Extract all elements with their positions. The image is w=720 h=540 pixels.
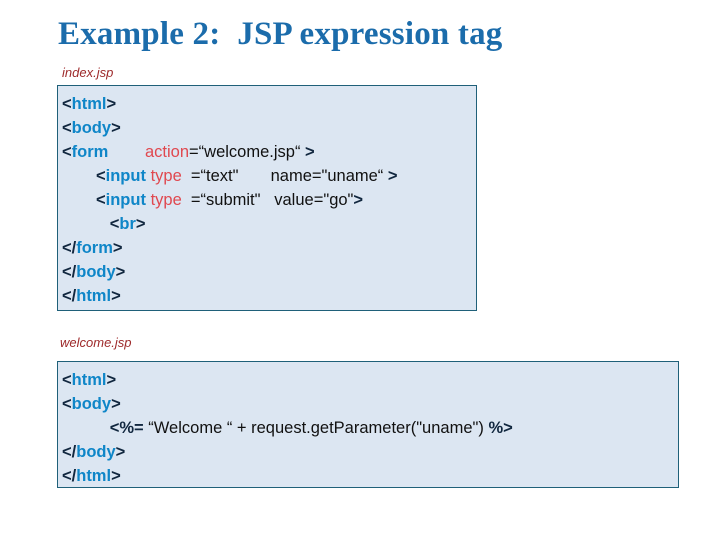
code-token-brk: < <box>62 143 72 161</box>
code-token-tag: html <box>76 287 112 305</box>
code-line: <br> <box>62 212 476 236</box>
code-token-brk: > <box>115 263 126 281</box>
code-token-brk: > <box>106 371 117 389</box>
code-line: </html> <box>62 464 678 487</box>
code-token-brk: > <box>353 191 364 209</box>
code-token-brk: > <box>111 395 121 413</box>
code-token-brk: </ <box>62 239 77 257</box>
code-line: </body> <box>62 260 476 284</box>
code-token-val: =“welcome.jsp“ <box>189 143 306 161</box>
code-token-tag: html <box>71 95 107 113</box>
code-token-brk: < <box>62 119 72 137</box>
code-token-brk: < <box>62 95 72 113</box>
code-line: </body> <box>62 440 678 464</box>
code-line: </html> <box>62 284 476 308</box>
code-token-tag: body <box>71 119 112 137</box>
code-line: <form action=“welcome.jsp“ > <box>62 140 476 164</box>
file-caption-welcome: welcome.jsp <box>60 335 132 350</box>
code-token-brk: > <box>135 215 146 233</box>
code-token-brk: < <box>96 215 120 233</box>
code-token-brk: < <box>96 167 106 185</box>
code-token-attr: type <box>150 191 182 209</box>
file-caption-index: index.jsp <box>62 65 114 80</box>
code-line: <%= “Welcome “ + request.getParameter("u… <box>62 416 678 440</box>
code-token-brk: </ <box>62 467 77 485</box>
code-token-brk: </ <box>62 287 77 305</box>
code-token-tag: input <box>105 191 146 209</box>
code-token-val <box>108 143 145 161</box>
code-token-tag: br <box>119 215 136 233</box>
code-token-brk: > <box>112 239 123 257</box>
code-token-brk: < <box>62 395 72 413</box>
code-line: <input type =“submit" value="go"> <box>62 188 476 212</box>
code-token-scriptlet: <%= <box>96 419 149 437</box>
code-token-brk: > <box>111 467 121 485</box>
code-token-tag: body <box>76 263 116 281</box>
code-token-tag: body <box>76 443 116 461</box>
code-block-welcome-jsp: <html><body> <%= “Welcome “ + request.ge… <box>57 361 679 488</box>
code-token-brk: </ <box>62 263 77 281</box>
code-token-tag: form <box>71 143 109 161</box>
page-title: Example 2: JSP expression tag <box>58 16 503 52</box>
code-line: <html> <box>62 92 476 116</box>
code-token-brk: > <box>111 287 121 305</box>
code-token-val: =“submit" value="go" <box>181 191 354 209</box>
code-line: <html> <box>62 368 678 392</box>
code-token-tag: html <box>71 371 107 389</box>
code-token-brk: > <box>305 143 315 161</box>
code-token-attr: action <box>145 143 190 161</box>
code-token-brk: < <box>62 371 72 389</box>
code-token-attr: type <box>150 167 182 185</box>
code-token-tag: input <box>105 167 146 185</box>
code-token-brk: > <box>106 95 117 113</box>
code-token-tag: body <box>71 395 112 413</box>
code-line: <input type =“text" name="uname“ > <box>62 164 476 188</box>
code-block-index-jsp: <html><body><form action=“welcome.jsp“ >… <box>57 85 477 311</box>
code-token-scriptlet: %> <box>488 419 513 437</box>
code-token-val: =“text" name="uname“ <box>181 167 388 185</box>
code-token-tag: html <box>76 467 112 485</box>
code-token-brk: > <box>115 443 126 461</box>
code-line: <body> <box>62 116 476 140</box>
code-token-tag: form <box>76 239 113 257</box>
code-line: </form> <box>62 236 476 260</box>
code-line: <body> <box>62 392 678 416</box>
code-token-expr: “Welcome “ + request.getParameter("uname… <box>148 419 489 437</box>
code-token-brk: > <box>111 119 121 137</box>
code-token-brk: < <box>96 191 106 209</box>
code-token-brk: </ <box>62 443 77 461</box>
code-token-brk: > <box>387 167 398 185</box>
